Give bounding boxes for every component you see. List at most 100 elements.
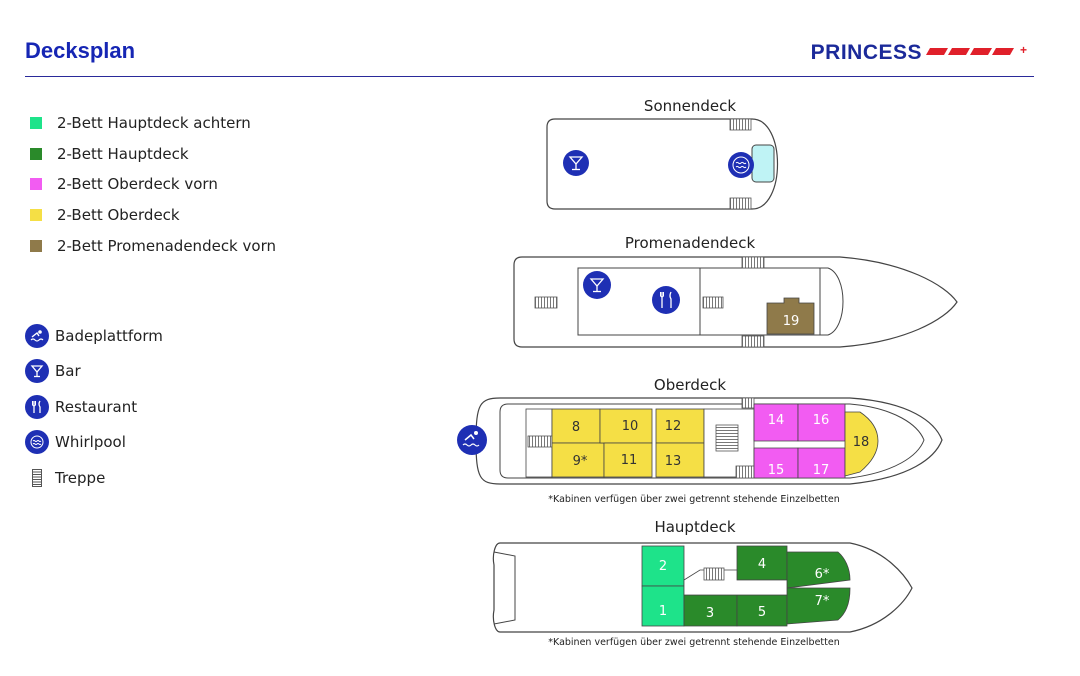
stairs-icon: [729, 197, 752, 210]
deck-label-oberdeck: Oberdeck: [654, 376, 726, 394]
legend-swatch: [30, 117, 42, 130]
swimmer-icon: [457, 425, 487, 455]
cabin-number: 19: [783, 314, 800, 329]
cabin-7: [786, 587, 851, 625]
legend-swatch: [30, 209, 42, 222]
stairs-icon: [741, 335, 765, 348]
whirlpool-icon: [728, 152, 754, 178]
deck-label-promenadendeck: Promenadendeck: [625, 234, 756, 252]
cabin-number: 17: [813, 463, 830, 478]
bow-area: [819, 267, 844, 336]
cabin-number: 15: [768, 463, 785, 478]
legend-swatch: [30, 178, 42, 191]
hauptdeck-stern: [493, 551, 516, 625]
brand-logo: PRINCESS +: [811, 40, 1034, 66]
icon-legend-label: Restaurant: [55, 397, 138, 416]
page-title: Decksplan: [25, 38, 136, 63]
cabin-number: 11: [621, 453, 638, 468]
deck-oberdeck: Oberdeck 8 9* 10 11 12 13 14 15 16 17 18: [457, 376, 943, 505]
cocktail-icon: [25, 359, 49, 384]
stairs-icon: [715, 424, 739, 452]
cabin-number: 10: [622, 419, 639, 434]
icon-legend: Badeplattform Bar Restaurant Whirlpool T…: [25, 318, 163, 496]
cabin-number: 3: [706, 606, 714, 621]
cutlery-icon: [652, 286, 680, 314]
icon-legend-item-badeplattform: Badeplattform: [25, 318, 163, 354]
cabin-19: [766, 297, 815, 335]
deck-hauptdeck: Hauptdeck 2 1 3 4 5 6* 7* *Kabinen verfü…: [492, 518, 913, 648]
stairs-icon: [741, 256, 765, 269]
icon-legend-item-treppe: Treppe: [25, 460, 163, 496]
cabin-12: [655, 408, 705, 444]
cabin-number: 7*: [815, 594, 830, 609]
legend-label: 2-Bett Oberdeck: [57, 206, 180, 225]
cabin-number: 12: [665, 419, 682, 434]
stairs-icon: [703, 567, 725, 581]
legend-swatch: [30, 239, 42, 252]
cabin-number: 1: [659, 604, 667, 619]
icon-legend-item-restaurant: Restaurant: [25, 389, 163, 425]
whirlpool-basin: [751, 144, 775, 183]
stairs-icon: [527, 435, 553, 448]
legend-label: 2-Bett Hauptdeck achtern: [57, 114, 251, 133]
icon-legend-item-whirlpool: Whirlpool: [25, 425, 163, 461]
icon-legend-label: Badeplattform: [55, 326, 163, 345]
brand-stripes-icon: +: [926, 46, 1027, 57]
stairs-icon: [735, 465, 755, 479]
deck-promenadendeck: Promenadendeck 19: [513, 234, 958, 348]
stairs-icon: [702, 296, 724, 309]
cabin-number: 13: [665, 454, 682, 469]
cabin-note: *Kabinen verfügen über zwei getrennt ste…: [548, 494, 840, 505]
icon-legend-label: Treppe: [55, 468, 106, 487]
legend-item-oberdeck: 2-Bett Oberdeck: [30, 200, 276, 231]
legend-label: 2-Bett Promenadendeck vorn: [57, 236, 276, 255]
sonnendeck-hull: [546, 118, 778, 210]
cabin-2: [641, 545, 685, 587]
cabin-number: 9*: [573, 454, 588, 469]
cabin-number: 2: [659, 559, 667, 574]
legend-item-oberdeck-vorn: 2-Bett Oberdeck vorn: [30, 169, 276, 200]
deck-sonnendeck: Sonnendeck: [546, 97, 778, 210]
cabin-number: 6*: [815, 567, 830, 582]
cabin-number: 8: [572, 420, 580, 435]
deck-label-hauptdeck: Hauptdeck: [654, 518, 735, 536]
legend-label: 2-Bett Hauptdeck: [57, 144, 189, 163]
cabin-18: [844, 411, 879, 477]
cabin-1: [641, 585, 685, 627]
deck-label-sonnendeck: Sonnendeck: [644, 97, 736, 115]
icon-legend-item-bar: Bar: [25, 354, 163, 390]
cabin-13: [655, 442, 705, 478]
cocktail-icon: [563, 150, 589, 176]
legend-item-hauptdeck-achtern: 2-Bett Hauptdeck achtern: [30, 108, 276, 139]
legend-swatch: [30, 147, 42, 160]
cabin-number: 18: [853, 435, 870, 450]
stairs-icon: [25, 468, 49, 487]
legend-item-hauptdeck: 2-Bett Hauptdeck: [30, 139, 276, 170]
stairs-icon: [741, 397, 755, 409]
cabin-10: [599, 408, 653, 444]
header-divider: [25, 76, 1034, 77]
legend-item-promenadendeck-vorn: 2-Bett Promenadendeck vorn: [30, 230, 276, 261]
svg-text:+: +: [1020, 46, 1027, 57]
legend-label: 2-Bett Oberdeck vorn: [57, 175, 218, 194]
whirlpool-icon: [25, 430, 49, 455]
cabin-number: 14: [768, 413, 785, 428]
cabin-number: 5: [758, 605, 766, 620]
icon-legend-label: Whirlpool: [55, 433, 126, 452]
cabin-9: [551, 442, 605, 478]
icon-legend-label: Bar: [55, 362, 81, 381]
swimmer-icon: [25, 323, 49, 348]
cabin-note: *Kabinen verfügen über zwei getrennt ste…: [548, 637, 840, 648]
cabin-number: 4: [758, 557, 766, 572]
cabin-6: [786, 551, 851, 589]
stairs-icon: [729, 118, 752, 131]
cabin-11: [603, 442, 653, 478]
cabin-legend: 2-Bett Hauptdeck achtern 2-Bett Hauptdec…: [30, 108, 276, 261]
cocktail-icon: [583, 271, 611, 299]
cutlery-icon: [25, 394, 49, 419]
stairs-icon: [534, 296, 558, 309]
brand-name: PRINCESS: [810, 41, 922, 64]
cabin-number: 16: [813, 413, 830, 428]
cabin-17: [797, 447, 846, 479]
